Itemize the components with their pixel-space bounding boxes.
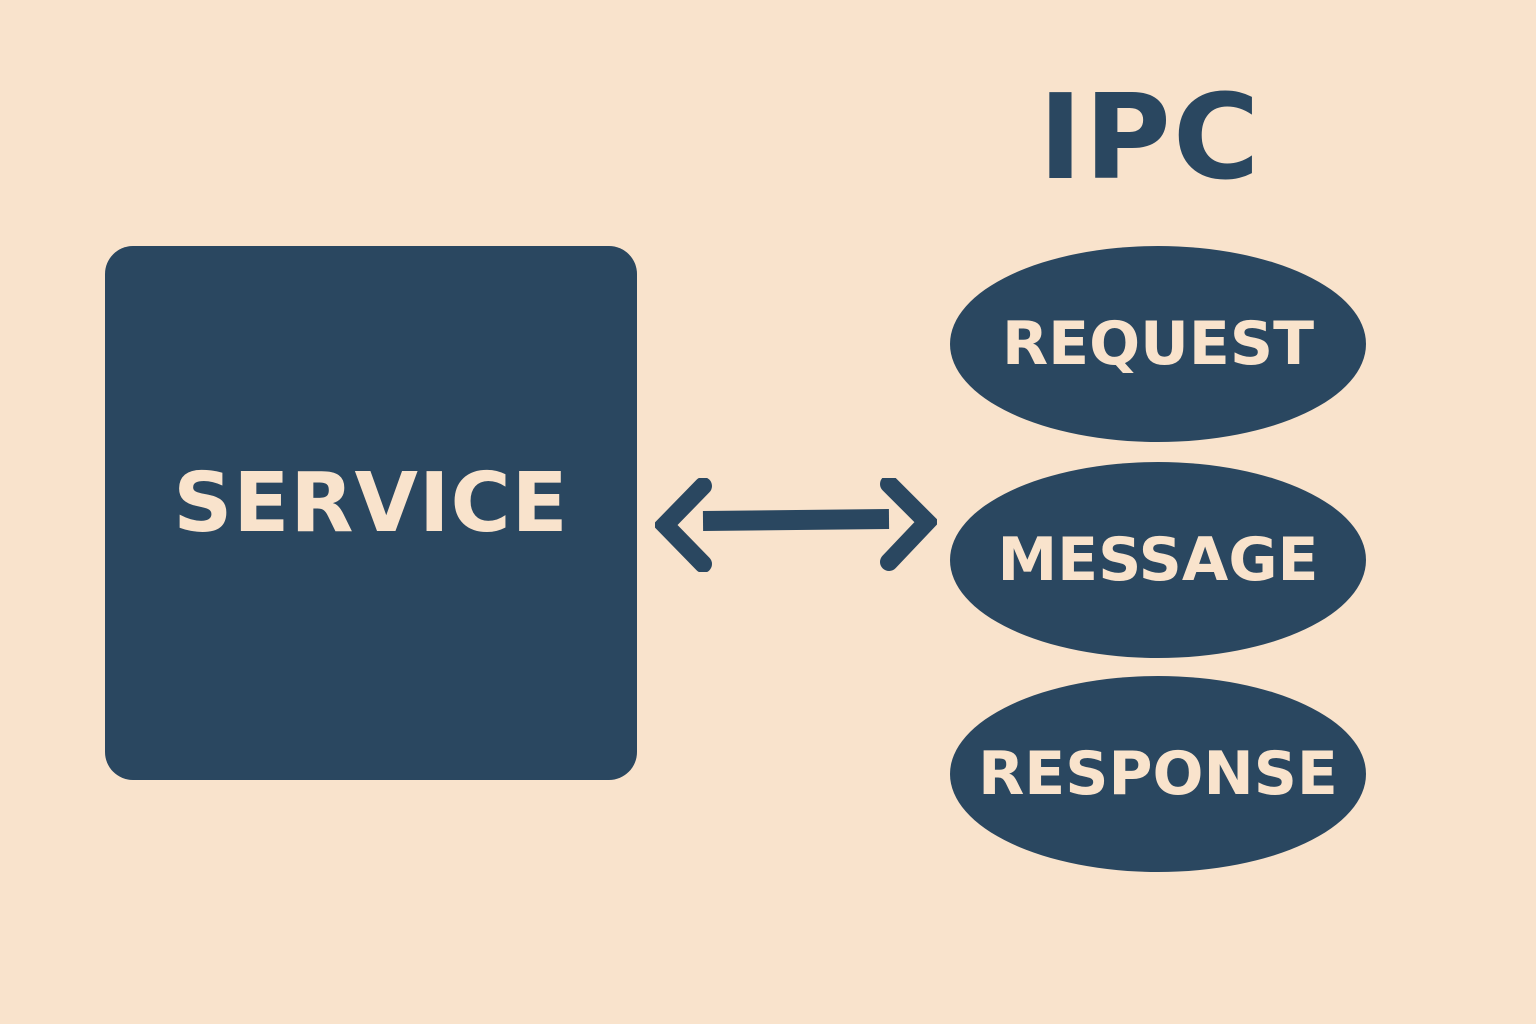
service-box: SERVICE bbox=[105, 246, 637, 780]
request-ellipse: REQUEST bbox=[950, 246, 1366, 442]
request-label: REQUEST bbox=[1001, 309, 1315, 379]
diagram-title: IPC bbox=[1038, 68, 1262, 206]
bidirectional-arrow-icon bbox=[655, 478, 937, 572]
service-label: SERVICE bbox=[173, 455, 569, 551]
response-label: RESPONSE bbox=[978, 739, 1338, 809]
response-ellipse: RESPONSE bbox=[950, 676, 1366, 872]
message-label: MESSAGE bbox=[997, 525, 1319, 595]
message-ellipse: MESSAGE bbox=[950, 462, 1366, 658]
